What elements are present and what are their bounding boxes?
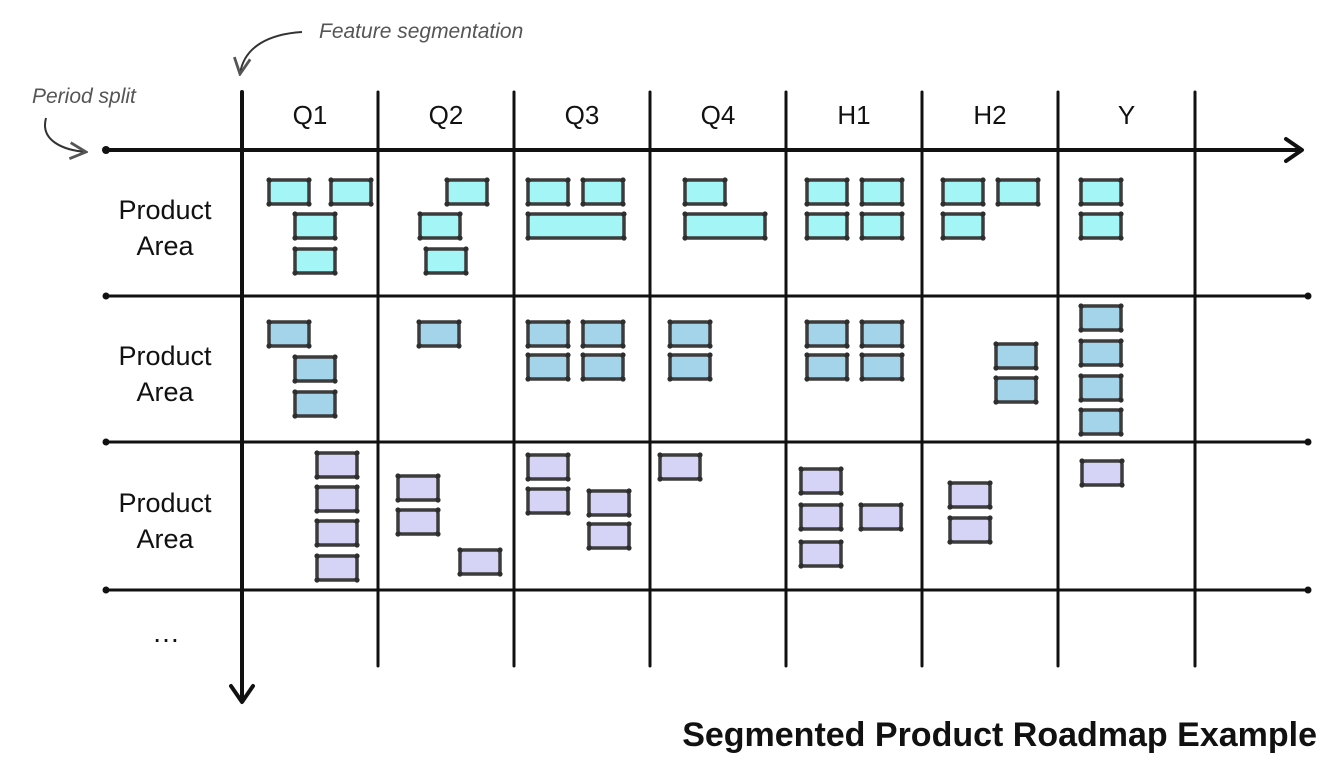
row-label: Product <box>118 341 212 371</box>
row-divider-dot <box>102 292 110 300</box>
period-label: H2 <box>973 100 1006 130</box>
row-divider-dot <box>1304 292 1312 300</box>
feature-card <box>804 319 850 349</box>
period-split-annotation: Period split <box>32 85 136 108</box>
vertical-axis-arrowhead <box>229 684 255 704</box>
feature-card <box>328 177 374 207</box>
feature-card <box>444 177 490 207</box>
feature-card <box>423 246 469 276</box>
feature-card <box>417 211 463 241</box>
feature-cards <box>266 177 1125 583</box>
period-label: H1 <box>837 100 870 130</box>
period-label: Q2 <box>429 100 464 130</box>
feature-card <box>859 211 905 241</box>
feature-card <box>292 354 338 384</box>
grid-lines <box>102 90 1312 704</box>
feature-card <box>858 502 904 532</box>
feature-card <box>266 319 312 349</box>
feature-card <box>798 502 844 532</box>
feature-card <box>682 177 728 207</box>
feature-card <box>586 521 632 551</box>
feature-card <box>682 211 768 241</box>
feature-card <box>525 319 571 349</box>
period-split-arrow <box>44 117 86 152</box>
feature-card <box>1078 373 1124 403</box>
feature-card <box>667 352 713 382</box>
page-title: Segmented Product Roadmap Example <box>682 716 1317 754</box>
feature-card <box>798 466 844 496</box>
feature-card <box>804 352 850 382</box>
feature-card <box>667 319 713 349</box>
feature-card <box>292 389 338 419</box>
feature-segmentation-arrow <box>240 31 303 74</box>
row-label: Area <box>136 377 194 407</box>
feature-card <box>292 246 338 276</box>
feature-card <box>266 177 312 207</box>
feature-card <box>1079 458 1125 488</box>
feature-card <box>993 341 1039 371</box>
feature-card <box>314 553 360 583</box>
row-label: Product <box>118 488 212 518</box>
feature-card <box>947 515 993 545</box>
row-label: Area <box>136 231 194 261</box>
feature-card <box>798 539 844 569</box>
feature-card <box>859 352 905 382</box>
row-label: Area <box>136 524 194 554</box>
period-label: Q3 <box>565 100 600 130</box>
feature-card <box>580 319 626 349</box>
feature-card <box>314 518 360 548</box>
feature-card <box>416 319 462 349</box>
feature-card <box>580 177 626 207</box>
feature-card <box>804 211 850 241</box>
feature-card <box>314 450 360 480</box>
period-label: Y <box>1118 100 1135 130</box>
feature-card <box>525 452 571 482</box>
feature-card <box>940 211 986 241</box>
feature-card <box>993 375 1039 405</box>
row-divider-dot <box>102 438 110 446</box>
row-divider-dot <box>102 586 110 594</box>
feature-card <box>1078 303 1124 333</box>
feature-card <box>804 177 850 207</box>
feature-card <box>586 488 632 518</box>
feature-card <box>525 211 627 241</box>
feature-card <box>940 177 986 207</box>
feature-card <box>457 547 503 577</box>
feature-card <box>1078 407 1124 437</box>
horizontal-axis-arrowhead <box>1284 137 1304 163</box>
feature-card <box>657 452 703 482</box>
feature-card <box>1078 211 1124 241</box>
row-label: Product <box>118 195 212 225</box>
feature-card <box>395 507 441 537</box>
feature-card <box>525 352 571 382</box>
feature-card <box>995 177 1041 207</box>
row-divider-dot <box>1304 438 1312 446</box>
feature-card <box>859 177 905 207</box>
feature-card <box>525 486 571 516</box>
feature-card <box>1078 177 1124 207</box>
feature-card <box>947 480 993 510</box>
period-labels: Q1 Q2 Q3 Q4 H1 H2 Y <box>293 100 1136 130</box>
period-label: Q4 <box>701 100 736 130</box>
feature-card <box>314 484 360 514</box>
feature-card <box>292 211 338 241</box>
feature-card <box>525 177 571 207</box>
feature-card <box>395 473 441 503</box>
feature-segmentation-annotation: Feature segmentation <box>319 20 524 43</box>
axis-start-dot <box>102 146 110 154</box>
feature-card <box>859 319 905 349</box>
more-rows-ellipsis: … <box>152 617 180 648</box>
row-divider-dot <box>1304 586 1312 594</box>
feature-card <box>580 352 626 382</box>
period-label: Q1 <box>293 100 328 130</box>
feature-card <box>1078 338 1124 368</box>
